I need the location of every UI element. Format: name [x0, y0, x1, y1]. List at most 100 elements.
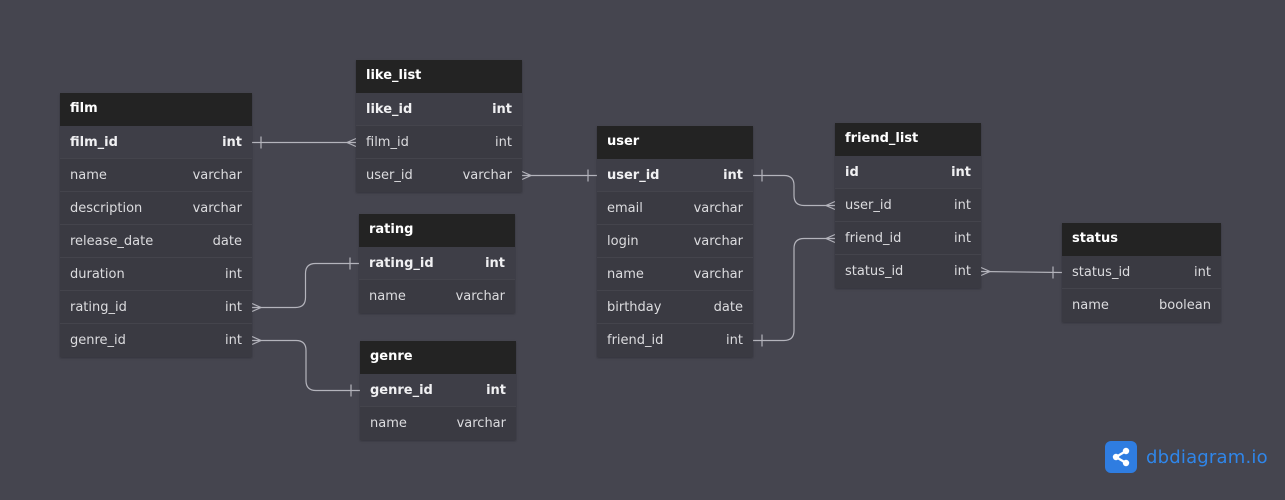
column-type: varchar — [192, 168, 242, 183]
column-row-like-list-like-id[interactable]: like_id int — [356, 93, 522, 126]
column-name: like_id — [366, 102, 413, 117]
table-header-user[interactable]: user — [597, 126, 753, 159]
column-name: rating_id — [369, 256, 434, 271]
column-name: status_id — [1072, 265, 1131, 280]
column-name: name — [607, 267, 644, 282]
column-row-friend-list-status-id[interactable]: status_id int — [835, 255, 981, 288]
relationship-line — [980, 270, 1063, 274]
table-header-status[interactable]: status — [1062, 223, 1221, 256]
relationship-line — [753, 174, 835, 207]
column-type: int — [225, 267, 242, 282]
column-row-genre-name[interactable]: name varchar — [360, 407, 516, 440]
column-row-genre-genre-id[interactable]: genre_id int — [360, 374, 516, 407]
column-name: genre_id — [70, 333, 126, 348]
column-row-user-email[interactable]: email varchar — [597, 192, 753, 225]
column-type: int — [954, 264, 971, 279]
column-type: varchar — [456, 416, 506, 431]
relationship-line — [252, 262, 359, 309]
table-status[interactable]: status status_id int name boolean — [1062, 223, 1221, 322]
column-row-user-login[interactable]: login varchar — [597, 225, 753, 258]
column-name: film_id — [366, 135, 409, 150]
many-cardinality-marker — [521, 170, 533, 181]
column-name: friend_id — [607, 333, 664, 348]
many-cardinality-marker — [251, 302, 263, 313]
share-nodes-icon — [1105, 441, 1137, 473]
column-row-like-list-film-id[interactable]: film_id int — [356, 126, 522, 159]
column-name: login — [607, 234, 639, 249]
column-name: rating_id — [70, 300, 127, 315]
column-type: boolean — [1159, 298, 1211, 313]
column-row-user-friend-id[interactable]: friend_id int — [597, 324, 753, 357]
many-cardinality-marker — [345, 137, 357, 148]
column-type: int — [1194, 265, 1211, 280]
column-type: int — [222, 135, 242, 150]
column-name: name — [369, 289, 406, 304]
column-name: name — [1072, 298, 1109, 313]
many-cardinality-marker — [980, 266, 992, 277]
column-name: status_id — [845, 264, 904, 279]
column-name: film_id — [70, 135, 118, 150]
column-name: description — [70, 201, 143, 216]
column-row-user-birthday[interactable]: birthday date — [597, 291, 753, 324]
table-genre[interactable]: genre genre_id int name varchar — [360, 341, 516, 440]
column-type: int — [485, 256, 505, 271]
column-row-user-name[interactable]: name varchar — [597, 258, 753, 291]
column-type: int — [954, 231, 971, 246]
column-type: int — [951, 165, 971, 180]
column-type: date — [713, 300, 743, 315]
many-cardinality-marker — [824, 233, 836, 244]
column-row-like-list-user-id[interactable]: user_id varchar — [356, 159, 522, 192]
column-type: varchar — [693, 201, 743, 216]
column-type: int — [225, 333, 242, 348]
brand-logo[interactable]: dbdiagram.io — [1105, 441, 1268, 473]
table-header-rating[interactable]: rating — [359, 214, 515, 247]
column-name: duration — [70, 267, 125, 282]
column-name: friend_id — [845, 231, 902, 246]
column-row-film-duration[interactable]: duration int — [60, 258, 252, 291]
column-name: birthday — [607, 300, 662, 315]
column-name: user_id — [845, 198, 892, 213]
column-name: name — [370, 416, 407, 431]
table-header-genre[interactable]: genre — [360, 341, 516, 374]
column-row-rating-rating-id[interactable]: rating_id int — [359, 247, 515, 280]
column-row-friend-list-user-id[interactable]: user_id int — [835, 189, 981, 222]
table-header-friend-list[interactable]: friend_list — [835, 123, 981, 156]
column-row-status-status-id[interactable]: status_id int — [1062, 256, 1221, 289]
column-row-film-name[interactable]: name varchar — [60, 159, 252, 192]
column-row-friend-list-friend-id[interactable]: friend_id int — [835, 222, 981, 255]
column-name: genre_id — [370, 383, 433, 398]
relationship-line — [753, 237, 835, 342]
column-type: varchar — [462, 168, 512, 183]
column-row-film-genre-id[interactable]: genre_id int — [60, 324, 252, 357]
column-row-status-name[interactable]: name boolean — [1062, 289, 1221, 322]
column-type: varchar — [192, 201, 242, 216]
table-header-like-list[interactable]: like_list — [356, 60, 522, 93]
column-type: int — [726, 333, 743, 348]
column-type: varchar — [693, 234, 743, 249]
table-header-film[interactable]: film — [60, 93, 252, 126]
column-name: user_id — [607, 168, 660, 183]
column-name: user_id — [366, 168, 413, 183]
brand-name: dbdiagram.io — [1146, 446, 1268, 468]
column-type: int — [486, 383, 506, 398]
column-type: int — [492, 102, 512, 117]
column-type: int — [495, 135, 512, 150]
column-type: int — [954, 198, 971, 213]
relationship-line — [252, 339, 360, 392]
column-row-film-film-id[interactable]: film_id int — [60, 126, 252, 159]
column-name: email — [607, 201, 643, 216]
column-type: varchar — [693, 267, 743, 282]
column-row-film-description[interactable]: description varchar — [60, 192, 252, 225]
column-name: name — [70, 168, 107, 183]
